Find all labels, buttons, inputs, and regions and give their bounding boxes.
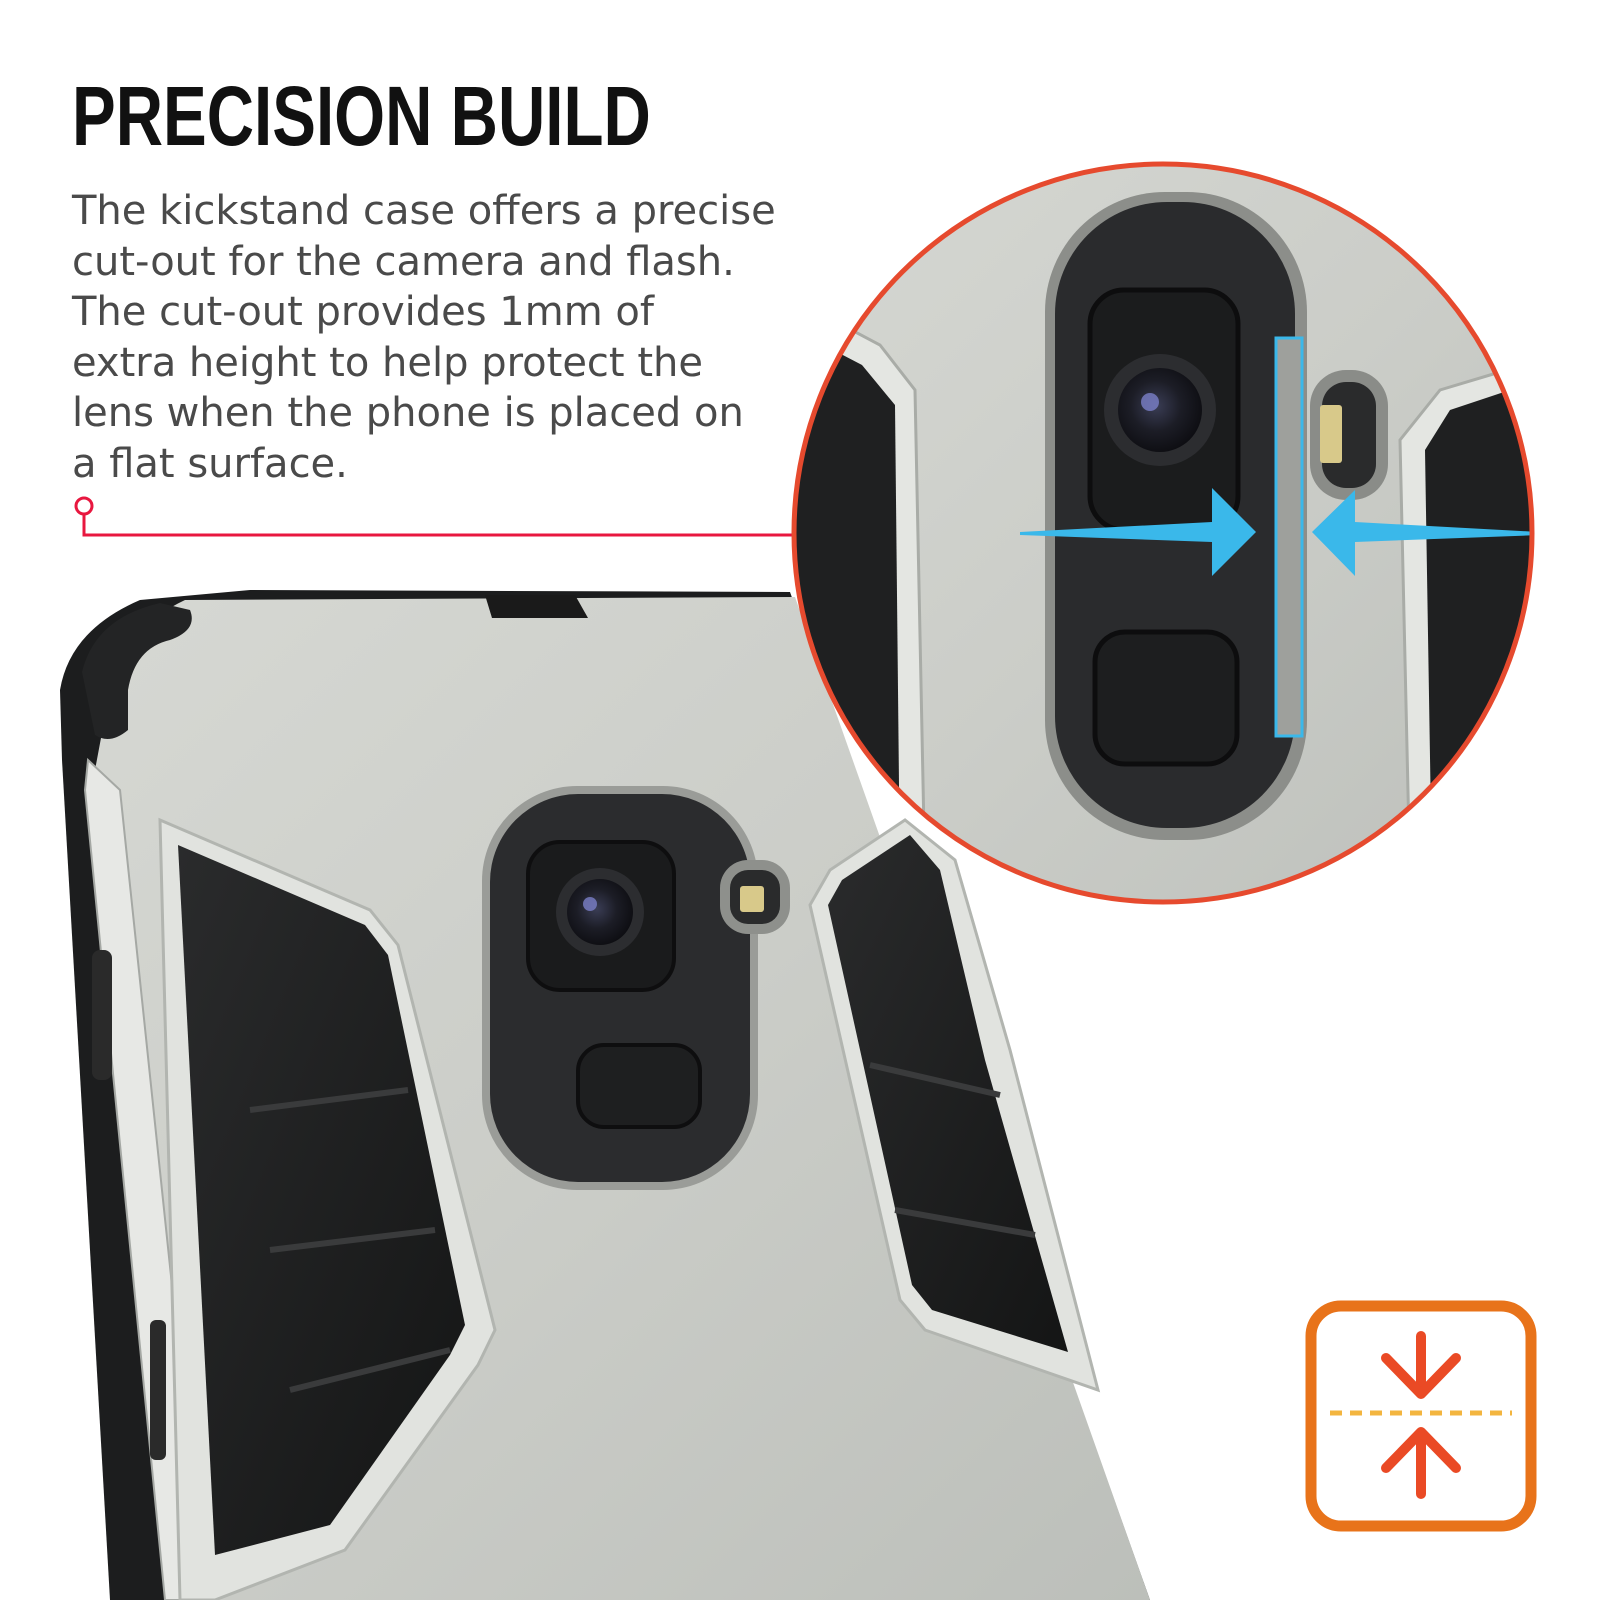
camera-module	[482, 786, 790, 1190]
description-line: a flat surface.	[72, 440, 348, 487]
description-line: lens when the phone is placed on	[72, 390, 744, 436]
flash-icon	[1320, 405, 1342, 463]
zoom-callout	[791, 161, 1535, 905]
callout-connector	[74, 496, 795, 537]
camera-lens-icon	[1118, 368, 1202, 452]
compress-height-icon	[1305, 1300, 1537, 1532]
description-line: cut-out for the camera and flash.	[72, 238, 735, 285]
right-panel	[828, 835, 1068, 1352]
lip-highlight	[1274, 336, 1304, 738]
phone-case	[60, 590, 1150, 1600]
camera-lens-icon	[567, 879, 633, 945]
case-top-notch	[485, 595, 588, 618]
flash-icon	[740, 886, 764, 912]
left-panel	[178, 845, 465, 1555]
description-line: extra height to help protect the	[72, 339, 703, 386]
page-title: PRECISION BUILD	[72, 69, 651, 163]
fingerprint-sensor	[576, 1043, 702, 1129]
description-text: The kickstand case offers a precise cut-…	[72, 186, 792, 489]
zoom-border	[791, 161, 1535, 905]
case-corner-bumper	[82, 603, 192, 739]
description-line: The cut-out provides 1mm of	[72, 289, 654, 335]
arrow-right-icon	[1020, 488, 1256, 576]
side-button	[92, 950, 112, 1080]
side-button	[150, 1320, 166, 1460]
arrow-left-icon	[1312, 490, 1532, 576]
description-line: The kickstand case offers a precise	[72, 188, 776, 234]
fingerprint-sensor	[1092, 629, 1240, 767]
